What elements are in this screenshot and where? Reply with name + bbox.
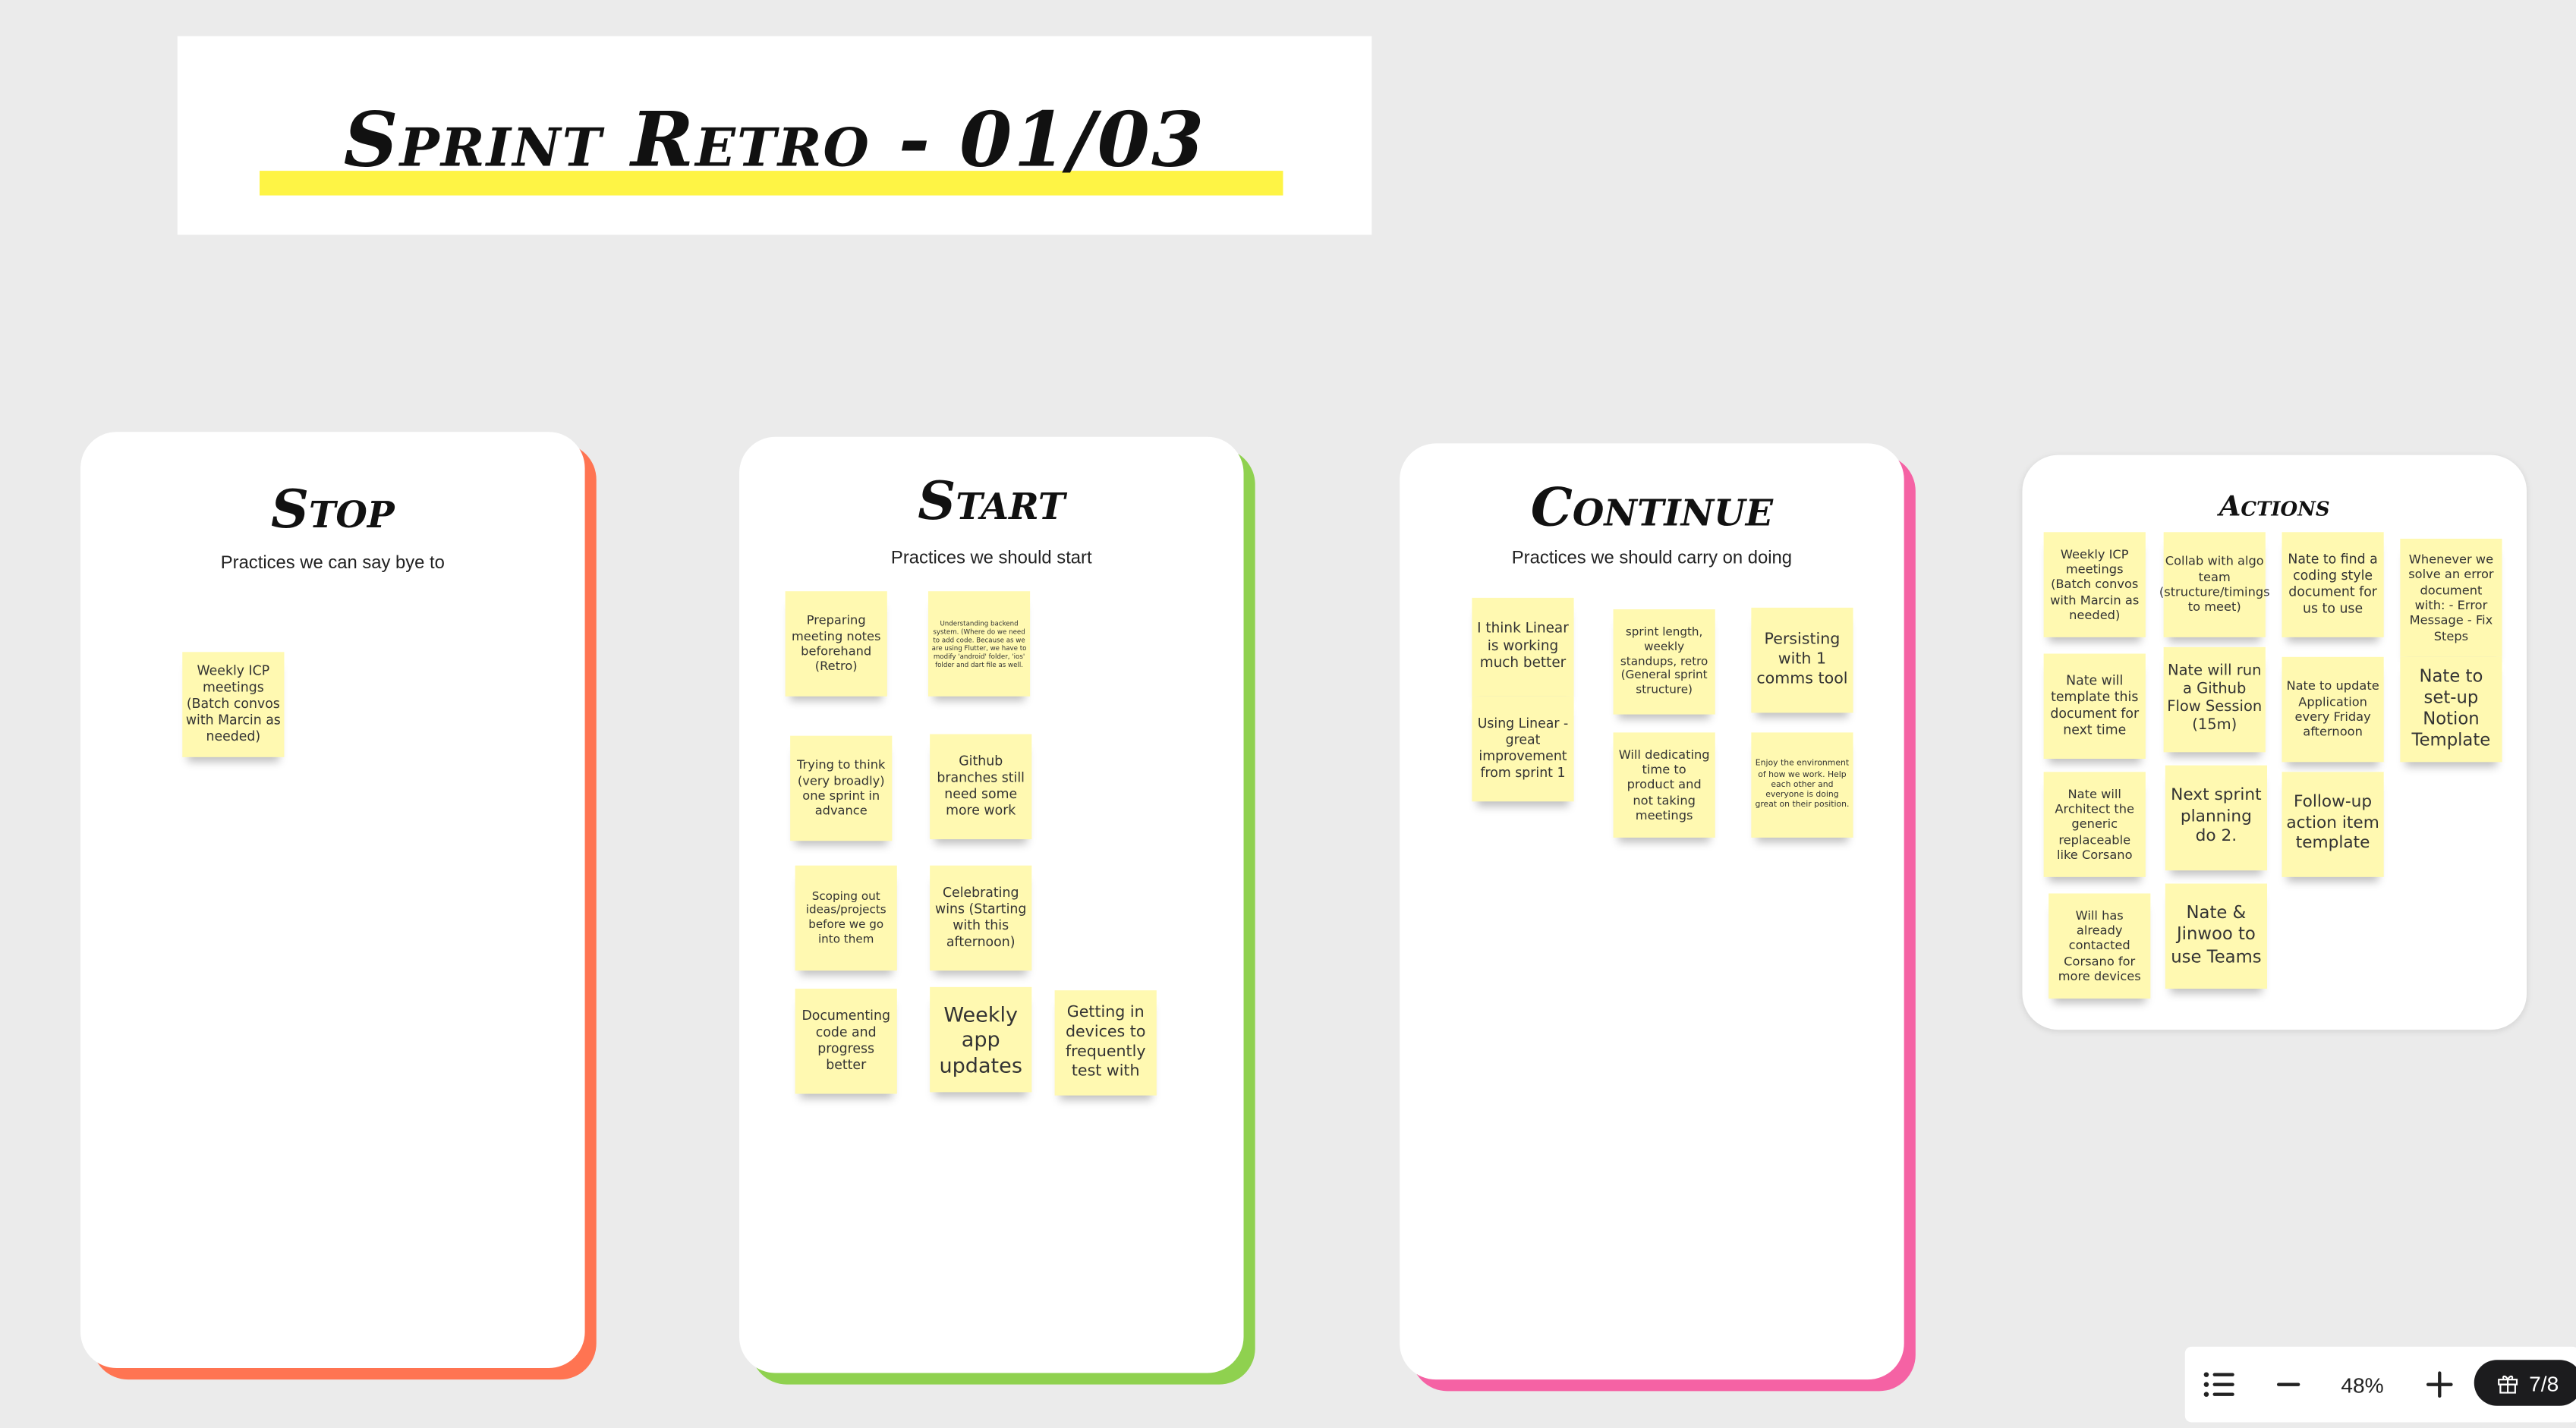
sticky-note-text: Follow-up action item template (2286, 793, 2379, 853)
sticky-note[interactable]: Will dedicating time to product and not … (1613, 732, 1715, 838)
sticky-note[interactable]: Weekly ICP meetings (Batch convos with M… (2043, 532, 2146, 637)
title-highlight (259, 171, 1283, 196)
sticky-note[interactable]: Whenever we solve an error document with… (2400, 538, 2502, 657)
sticky-note[interactable]: Enjoy the environment of how we work. He… (1751, 732, 1853, 838)
page-counter: 7/8 (2529, 1370, 2559, 1395)
sticky-note-text: Next sprint planning do 2. (2171, 787, 2262, 847)
zoom-in-button[interactable] (2415, 1347, 2464, 1423)
gift-icon (2499, 1374, 2519, 1393)
actions-heading: Actions (2219, 491, 2330, 524)
page-counter-button[interactable]: 7/8 (2474, 1360, 2576, 1406)
sticky-note[interactable]: Using Linear - great improvement from sp… (1472, 696, 1574, 802)
sticky-note[interactable]: Weekly ICP meetings (Batch convos with M… (182, 652, 285, 757)
sticky-note[interactable]: Weekly app updates (930, 986, 1032, 1093)
sticky-note-text: Using Linear - great improvement from sp… (1477, 716, 1569, 781)
sticky-note-text: Weekly ICP meetings (Batch convos with M… (185, 663, 281, 744)
zoom-level[interactable]: 48% (2341, 1372, 2384, 1397)
sticky-note-text: Github branches still need some more wor… (937, 753, 1025, 818)
sticky-note-text: sprint length, weekly standups, retro (G… (1620, 625, 1708, 697)
sticky-note[interactable]: Persisting with 1 comms tool (1751, 607, 1853, 713)
sticky-note[interactable]: Follow-up action item template (2282, 772, 2384, 877)
sticky-note-text: Nate will Architect the generic replacea… (2055, 785, 2135, 863)
sticky-note[interactable]: Collab with algo team (structure/timings… (2159, 532, 2270, 637)
sticky-note-text: Nate & Jinwoo to use Teams (2171, 904, 2262, 967)
zoom-out-icon (2276, 1382, 2300, 1386)
sticky-note-text: Whenever we solve an error document with… (2408, 552, 2494, 643)
sticky-note[interactable]: Preparing meeting notes beforehand (Retr… (785, 591, 887, 697)
sticky-note-text: Will dedicating time to product and not … (1618, 746, 1710, 823)
sticky-note-text: Preparing meeting notes beforehand (Retr… (791, 612, 881, 675)
continue-subtitle: Practices we should carry on doing (1511, 548, 1793, 568)
start-heading: Start (918, 470, 1066, 533)
sticky-note[interactable]: Github branches still need some more wor… (930, 734, 1032, 840)
sticky-note-text: Nate to update Application every Friday … (2286, 678, 2379, 740)
list-icon[interactable] (2195, 1347, 2244, 1423)
sticky-note-text: Weekly app updates (939, 1001, 1022, 1077)
continue-heading: Continue (1530, 476, 1774, 539)
sticky-note[interactable]: Nate will Architect the generic replacea… (2043, 772, 2146, 877)
stop-subtitle: Practices we can say bye to (220, 553, 445, 574)
sticky-note[interactable]: I think Linear is working much better (1472, 597, 1574, 697)
sticky-note-text: Understanding backend system. (Where do … (931, 619, 1027, 668)
sticky-note[interactable]: Next sprint planning do 2. (2165, 765, 2268, 871)
sticky-note-text: Nate will template this document for nex… (2050, 673, 2140, 738)
zoom-toolbar: 48% 7/8 (2184, 1346, 2576, 1423)
sticky-note[interactable]: Documenting code and progress better (795, 989, 897, 1094)
sticky-note[interactable]: Getting in devices to frequently test wi… (1054, 990, 1157, 1096)
start-subtitle: Practices we should start (890, 548, 1092, 568)
sticky-note[interactable]: Nate to update Application every Friday … (2282, 656, 2384, 763)
stop-heading: Stop (270, 477, 395, 541)
zoom-out-button[interactable] (2264, 1347, 2313, 1423)
sticky-note-text: I think Linear is working much better (1477, 621, 1569, 672)
sticky-note[interactable]: Nate to set-up Notion Template (2400, 656, 2502, 763)
title-frame: Sprint Retro - 01/03 (177, 36, 1372, 235)
sticky-note[interactable]: Will has already contacted Corsano for m… (2049, 893, 2151, 999)
sticky-note-text: Nate to set-up Notion Template (2411, 666, 2491, 751)
zoom-in-icon (2426, 1371, 2453, 1398)
sticky-note-text: Getting in devices to frequently test wi… (1065, 1004, 1146, 1080)
sticky-note-text: Enjoy the environment of how we work. He… (1755, 759, 1850, 810)
sticky-note-text: Nate to find a coding style document for… (2288, 552, 2378, 616)
sticky-note[interactable]: Nate will run a Github Flow Session (15m… (2163, 646, 2266, 753)
board-title: Sprint Retro - 01/03 (343, 95, 1206, 184)
sticky-note-text: Nate will run a Github Flow Session (15m… (2167, 662, 2263, 735)
sticky-note[interactable]: Nate & Jinwoo to use Teams (2165, 883, 2268, 989)
sticky-note-text: Collab with algo team (structure/timings… (2159, 553, 2270, 615)
sticky-note-text: Documenting code and progress better (801, 1008, 890, 1073)
sticky-note[interactable]: Scoping out ideas/projects before we go … (795, 865, 897, 971)
sticky-note-text: Weekly ICP meetings (Batch convos with M… (2050, 546, 2140, 623)
sticky-note-text: Trying to think (very broadly) one sprin… (797, 757, 886, 819)
sticky-note[interactable]: Understanding backend system. (Where do … (927, 591, 1031, 697)
sticky-note-text: Celebrating wins (Starting with this aft… (935, 885, 1027, 950)
sticky-note[interactable]: sprint length, weekly standups, retro (G… (1613, 609, 1715, 715)
sticky-note-text: Will has already contacted Corsano for m… (2058, 907, 2141, 984)
sticky-note[interactable]: Nate will template this document for nex… (2043, 653, 2146, 759)
sticky-note[interactable]: Trying to think (very broadly) one sprin… (790, 735, 893, 841)
sticky-note[interactable]: Nate to find a coding style document for… (2282, 532, 2384, 637)
sticky-note-text: Scoping out ideas/projects before we go … (805, 889, 886, 946)
sticky-note[interactable]: Celebrating wins (Starting with this aft… (930, 865, 1032, 971)
sticky-note-text: Persisting with 1 comms tool (1756, 631, 1848, 688)
